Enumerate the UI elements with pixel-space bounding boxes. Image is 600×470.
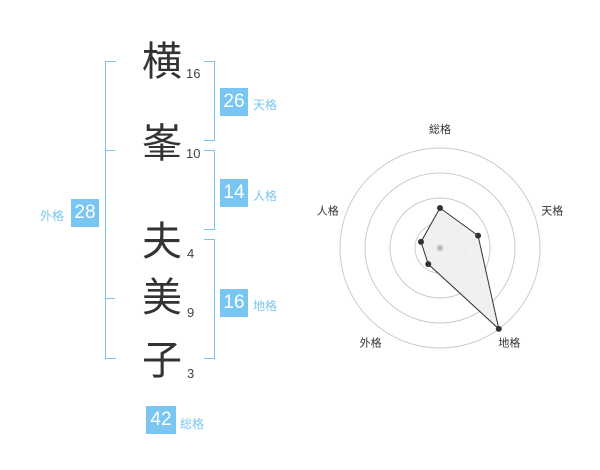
tenkaku-value: 26 [220,88,248,116]
gaikaku-value: 28 [71,199,99,227]
stroke-count-5: 3 [187,366,195,381]
name-char-5: 子 [142,338,182,384]
radar-data-point [437,205,443,211]
radar-axis-label: 人格 [317,204,339,218]
gaikaku-bracket-tick-lower [105,298,115,299]
chikaku-bracket [204,239,215,359]
radar-grid-ring [339,147,541,349]
jinkaku-label: 人格 [253,189,278,203]
name-char-1: 横 [142,39,182,85]
radar-grid-ring [364,172,516,324]
radar-center-point [437,245,443,251]
gaikaku-bracket-tick-upper [105,150,115,151]
chikaku-value: 16 [220,289,248,317]
jinkaku-value: 14 [220,179,248,207]
name-char-4: 美 [142,275,182,321]
radar-data-point [495,325,502,332]
name-char-2: 峯 [142,121,182,167]
stroke-count-3: 4 [187,246,195,261]
gaikaku-label: 外格 [40,209,65,223]
soukaku-label: 総格 [180,417,205,431]
radar-axis-label: 地格 [498,335,520,349]
radar-grid-ring [389,197,491,299]
radar-axis-label: 天格 [541,204,563,218]
tenkaku-label: 天格 [253,98,278,112]
stroke-count-1: 16 [186,66,201,81]
radar-data-point [475,232,482,239]
name-char-3: 夫 [142,219,182,265]
chikaku-label: 地格 [253,299,278,313]
radar-series-area [420,207,500,331]
jinkaku-bracket [204,150,215,230]
stroke-count-2: 10 [186,146,201,161]
stroke-count-4: 9 [187,305,195,320]
radar-axis-label: 外格 [360,335,382,349]
radar-data-point [425,261,432,268]
gaikaku-bracket [105,61,116,359]
tenkaku-bracket [204,61,215,141]
soukaku-value: 42 [146,406,176,434]
radar-data-point [417,238,424,245]
radar-axis-label: 総格 [429,122,451,136]
